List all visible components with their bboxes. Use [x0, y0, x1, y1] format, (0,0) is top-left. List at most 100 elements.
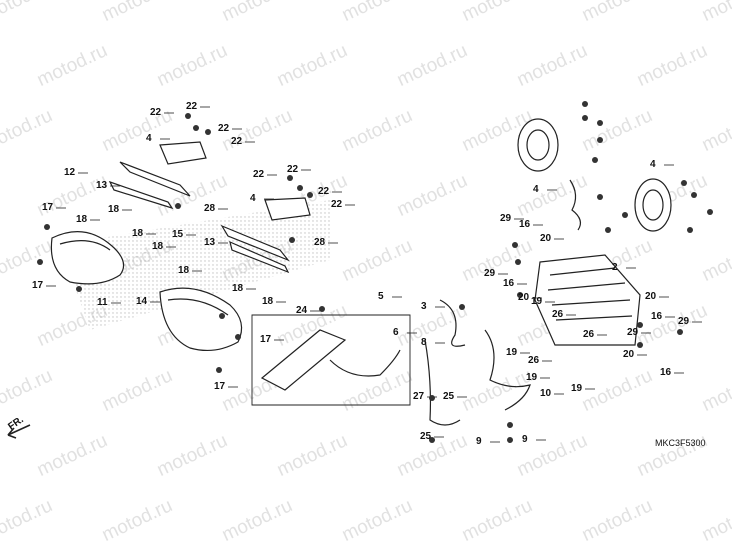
- fastener-mark: [307, 192, 313, 198]
- callout-18: 18: [76, 214, 88, 225]
- callout-18: 18: [262, 296, 274, 307]
- callout-11: 11: [97, 297, 108, 308]
- fastener-mark: [605, 227, 611, 233]
- callout-28: 28: [314, 237, 326, 248]
- fastener-mark: [205, 129, 211, 135]
- callout-24: 24: [296, 305, 308, 316]
- callout-8: 8: [421, 337, 427, 348]
- callout-13: 13: [204, 237, 216, 248]
- callout-3: 3: [421, 301, 427, 312]
- callout-20: 20: [623, 349, 635, 360]
- fastener-mark: [37, 259, 43, 265]
- fastener-mark: [76, 286, 82, 292]
- fastener-mark: [707, 209, 713, 215]
- fastener-mark: [319, 306, 325, 312]
- fastener-mark: [507, 437, 513, 443]
- callout-25: 25: [420, 431, 432, 442]
- callout-12: 12: [64, 167, 76, 178]
- callout-18: 18: [132, 228, 144, 239]
- callout-4: 4: [650, 159, 656, 170]
- fastener-mark: [193, 125, 199, 131]
- callout-20: 20: [645, 291, 657, 302]
- callout-17: 17: [214, 381, 226, 392]
- fastener-mark: [512, 242, 518, 248]
- callout-22: 22: [150, 107, 162, 118]
- callout-16: 16: [651, 311, 663, 322]
- callout-18: 18: [152, 241, 164, 252]
- callout-17: 17: [260, 334, 272, 345]
- fastener-mark: [287, 175, 293, 181]
- callout-29: 29: [484, 268, 496, 279]
- callout-13: 13: [96, 180, 108, 191]
- callout-19: 19: [526, 372, 538, 383]
- callout-18: 18: [232, 283, 244, 294]
- fastener-mark: [517, 292, 523, 298]
- diagram-code: MKC3F5300: [655, 438, 706, 448]
- fastener-mark: [582, 101, 588, 107]
- callout-17: 17: [32, 280, 44, 291]
- fastener-mark: [515, 259, 521, 265]
- fastener-mark: [175, 203, 181, 209]
- callout-4: 4: [533, 184, 539, 195]
- fastener-mark: [185, 113, 191, 119]
- callout-15: 15: [172, 229, 184, 240]
- callout-25: 25: [443, 391, 455, 402]
- callout-16: 16: [519, 219, 531, 230]
- callout-4: 4: [146, 133, 152, 144]
- callout-22: 22: [218, 123, 230, 134]
- callout-19: 19: [571, 383, 583, 394]
- fastener-mark: [691, 192, 697, 198]
- fastener-mark: [429, 437, 435, 443]
- callout-20: 20: [540, 233, 552, 244]
- callout-19: 19: [531, 296, 543, 307]
- callout-26: 26: [583, 329, 595, 340]
- fastener-mark: [681, 180, 687, 186]
- callout-22: 22: [287, 164, 299, 175]
- callout-10: 10: [540, 388, 552, 399]
- callout-18: 18: [108, 204, 120, 215]
- callout-19: 19: [506, 347, 518, 358]
- fastener-mark: [597, 137, 603, 143]
- callout-29: 29: [627, 327, 639, 338]
- fastener-mark: [289, 237, 295, 243]
- callout-26: 26: [552, 309, 564, 320]
- callout-9: 9: [476, 436, 482, 447]
- fastener-mark: [235, 334, 241, 340]
- fastener-mark: [216, 367, 222, 373]
- callout-22: 22: [253, 169, 265, 180]
- fastener-mark: [597, 120, 603, 126]
- callout-16: 16: [503, 278, 515, 289]
- callout-22: 22: [186, 101, 198, 112]
- callout-14: 14: [136, 296, 148, 307]
- callout-17: 17: [42, 202, 54, 213]
- callout-28: 28: [204, 203, 216, 214]
- callout-4: 4: [250, 193, 256, 204]
- fastener-mark: [597, 194, 603, 200]
- callout-26: 26: [528, 355, 540, 366]
- callout-20: 20: [518, 292, 530, 303]
- callout-18: 18: [178, 265, 190, 276]
- fastener-mark: [637, 342, 643, 348]
- fastener-mark: [507, 422, 513, 428]
- callout-22: 22: [318, 186, 330, 197]
- fastener-mark: [677, 329, 683, 335]
- fastener-mark: [297, 185, 303, 191]
- callout-27: 27: [413, 391, 425, 402]
- callout-29: 29: [678, 316, 690, 327]
- callout-22: 22: [331, 199, 343, 210]
- callout-5: 5: [378, 291, 384, 302]
- callout-2: 2: [612, 262, 618, 273]
- fastener-mark: [219, 313, 225, 319]
- callout-29: 29: [500, 213, 512, 224]
- fastener-mark: [582, 115, 588, 121]
- fastener-mark: [44, 224, 50, 230]
- callout-6: 6: [393, 327, 399, 338]
- callout-22: 22: [231, 136, 243, 147]
- fastener-mark: [592, 157, 598, 163]
- fastener-mark: [459, 304, 465, 310]
- callout-16: 16: [660, 367, 672, 378]
- fastener-mark: [687, 227, 693, 233]
- fastener-mark: [622, 212, 628, 218]
